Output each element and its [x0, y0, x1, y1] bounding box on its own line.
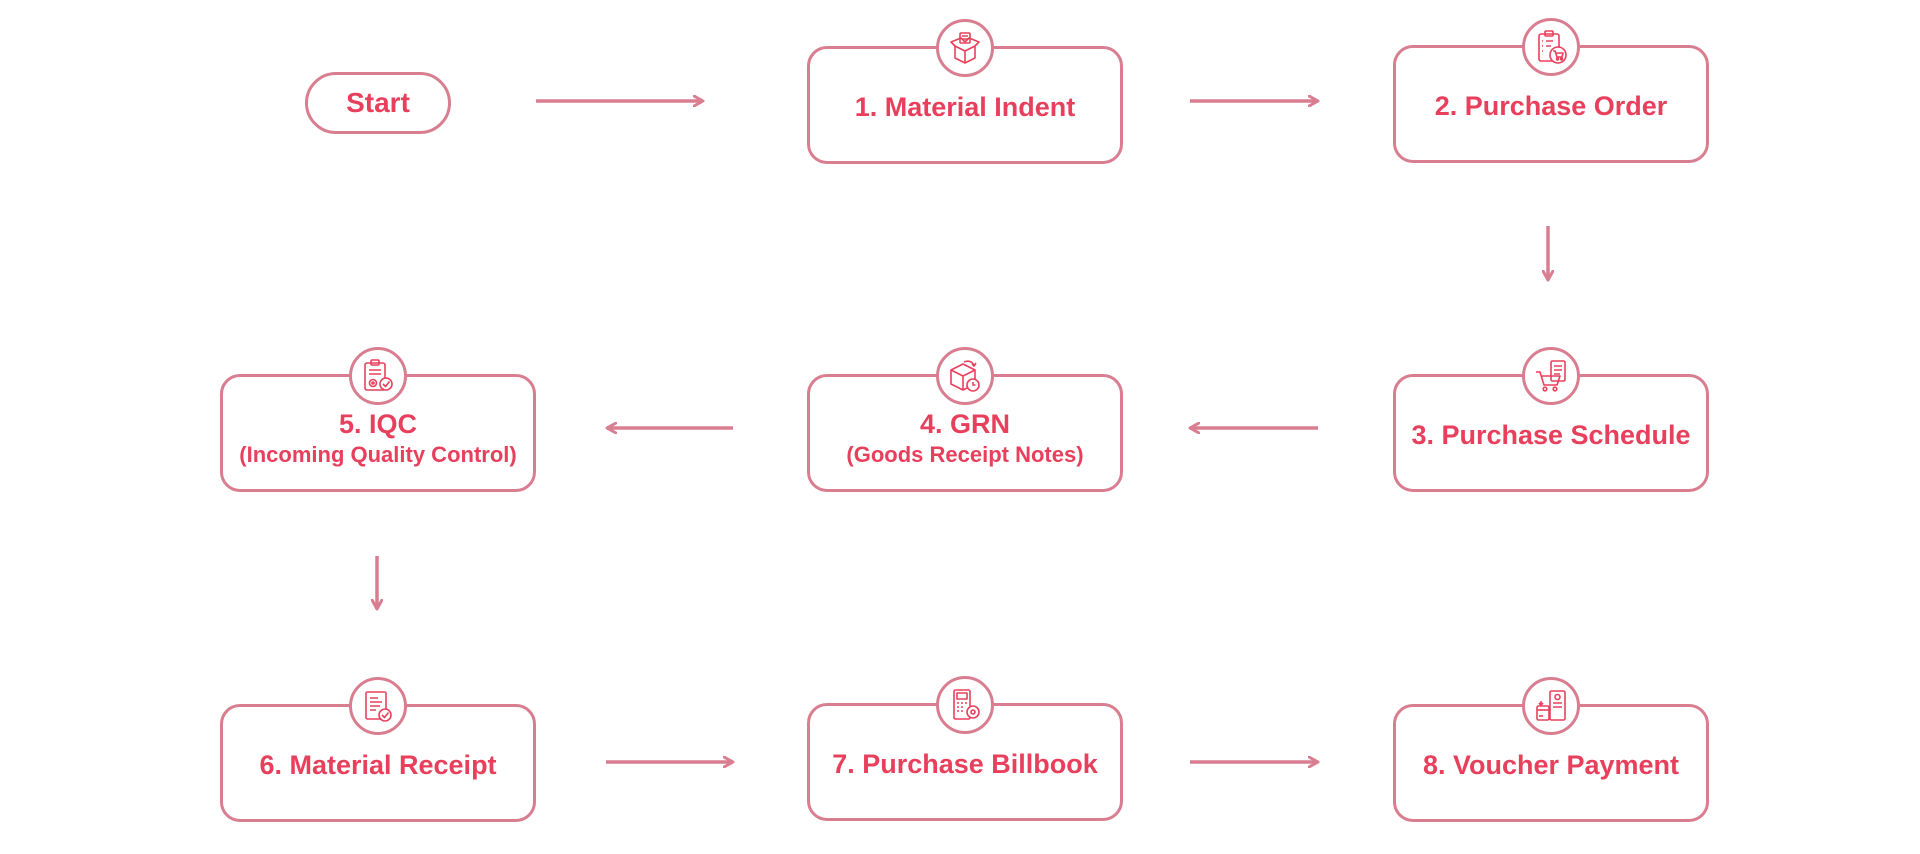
step-title: 3. Purchase Schedule: [1411, 420, 1691, 450]
step-purchase-schedule: 3. Purchase Schedule: [1393, 347, 1709, 492]
cart-checklist-icon: [1522, 347, 1580, 405]
start-node: Start: [305, 72, 451, 134]
step-voucher-payment: 8. Voucher Payment: [1393, 677, 1709, 822]
step-title: 7. Purchase Billbook: [832, 749, 1098, 779]
step-iqc: 5. IQC (Incoming Quality Control): [220, 347, 536, 492]
start-label: Start: [346, 87, 410, 118]
step-title: 4. GRN: [919, 409, 1011, 439]
step-title: 6. Material Receipt: [259, 750, 497, 780]
step-title: 2. Purchase Order: [1434, 91, 1668, 121]
material-box-icon: [936, 19, 994, 77]
billbook-gear-icon: [936, 676, 994, 734]
step-subtitle: (Goods Receipt Notes): [846, 442, 1084, 467]
step-material-indent: 1. Material Indent: [807, 19, 1123, 164]
clipboard-gear-check-icon: [349, 347, 407, 405]
step-title: 8. Voucher Payment: [1422, 750, 1680, 780]
voucher-payment-icon: [1522, 677, 1580, 735]
parcel-clock-icon: [936, 347, 994, 405]
clipboard-cart-icon: [1522, 18, 1580, 76]
step-purchase-order: 2. Purchase Order: [1393, 18, 1709, 163]
step-purchase-billbook: 7. Purchase Billbook: [807, 676, 1123, 821]
step-material-receipt: 6. Material Receipt: [220, 677, 536, 822]
step-title: 5. IQC: [338, 409, 418, 439]
step-subtitle: (Incoming Quality Control): [239, 442, 517, 467]
step-grn: 4. GRN (Goods Receipt Notes): [807, 347, 1123, 492]
document-check-icon: [349, 677, 407, 735]
step-title: 1. Material Indent: [854, 92, 1076, 122]
